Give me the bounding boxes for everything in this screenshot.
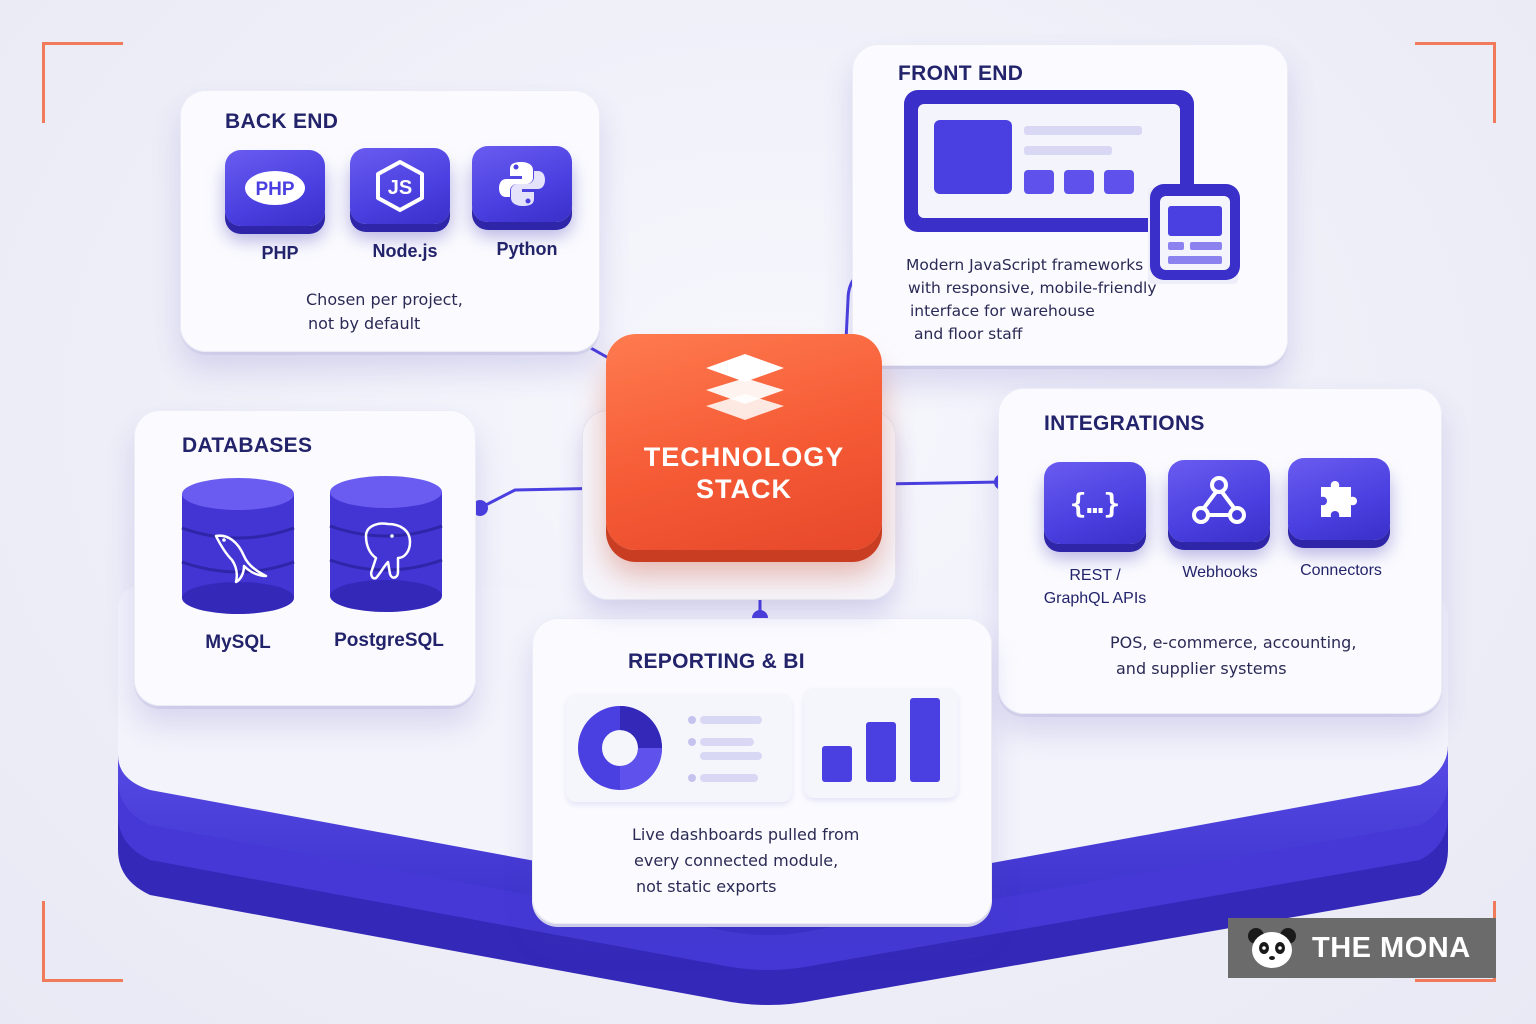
brand-name: THE MONA — [1312, 931, 1471, 964]
corner-bracket-top-left — [42, 42, 123, 123]
responsive-devices-icon — [904, 90, 1240, 284]
integrations-description: POS, e-commerce, accounting, and supplie… — [1110, 630, 1356, 682]
back-end-desc-line-1: Chosen per project, — [306, 290, 463, 309]
php-icon-text: PHP — [255, 179, 294, 200]
donut-panel — [566, 694, 792, 802]
technology-stack-center: TECHNOLOGY STACK — [606, 334, 882, 550]
databases-card: DATABASES MySQL PostgreSQL — [134, 410, 476, 706]
rest-graphql-tile: {…} — [1044, 462, 1146, 544]
python-tile — [472, 146, 572, 222]
connectors-label: Connectors — [1300, 562, 1382, 579]
nodejs-tile: JS — [350, 148, 450, 224]
front-end-card: FRONT END Modern JavaScript frameworks w… — [852, 44, 1288, 366]
layers-icon — [706, 354, 784, 420]
postgresql-label: PostgreSQL — [334, 630, 444, 651]
back-end-description: Chosen per project, not by default — [306, 288, 463, 336]
webhooks-tile — [1168, 460, 1270, 542]
panda-logo-icon — [1248, 928, 1296, 968]
corner-bracket-top-right — [1415, 42, 1496, 123]
integrations-desc-line-1: POS, e-commerce, accounting, — [1110, 633, 1357, 652]
corner-bracket-bottom-left — [42, 901, 123, 982]
reporting-desc-line-2: every connected module, — [634, 851, 839, 870]
python-label: Python — [496, 239, 558, 259]
donut-chart-icon — [578, 706, 762, 790]
puzzle-piece-icon — [1321, 481, 1357, 517]
api-braces-icon: {…} — [1070, 487, 1121, 520]
webhooks-label: Webhooks — [1182, 564, 1258, 581]
front-end-desc-line-3: interface for warehouse — [910, 302, 1095, 320]
front-end-desc-line-1: Modern JavaScript frameworks — [906, 256, 1144, 274]
rest-graphql-label: REST / GraphQL APIs — [1030, 564, 1160, 610]
databases-title: DATABASES — [182, 434, 313, 457]
front-end-desc-line-2: with responsive, mobile-friendly — [908, 279, 1157, 297]
brand-badge: THE MONA — [1228, 918, 1496, 978]
mysql-label: MySQL — [205, 632, 271, 653]
reporting-card: REPORTING & BI Live dashboards pulled fr… — [532, 618, 992, 924]
php-tile: PHP — [225, 150, 325, 226]
front-end-desc-line-4: and floor staff — [914, 325, 1023, 343]
nodejs-icon-text: JS — [388, 177, 412, 199]
reporting-desc-line-3: not static exports — [636, 877, 777, 896]
bar-chart-icon — [822, 698, 940, 782]
rest-graphql-label-line-1: REST / — [1069, 567, 1121, 584]
bar-panel — [804, 688, 958, 798]
php-label: PHP — [261, 243, 299, 263]
php-icon: PHP — [245, 171, 305, 205]
back-end-card: BACK END PHP PHP JS Node.js Python Chose… — [180, 90, 600, 352]
connectors-tile — [1288, 458, 1390, 540]
integrations-desc-line-2: and supplier systems — [1116, 659, 1287, 678]
integrations-title: INTEGRATIONS — [1044, 412, 1205, 435]
reporting-desc-line-1: Live dashboards pulled from — [632, 825, 860, 844]
reporting-description: Live dashboards pulled from every connec… — [632, 822, 859, 900]
back-end-title: BACK END — [225, 110, 339, 133]
center-title-line-2: STACK — [696, 474, 792, 504]
mysql-dolphin-icon — [181, 478, 295, 614]
webhook-icon — [1192, 476, 1246, 524]
nodejs-icon: JS — [376, 160, 424, 212]
center-title-line-1: TECHNOLOGY — [643, 442, 845, 472]
integrations-card: INTEGRATIONS {…} REST / GraphQL APIs Web… — [998, 388, 1442, 714]
postgresql-elephant-icon — [329, 476, 443, 612]
api-braces-glyph: {…} — [1070, 487, 1121, 520]
rest-graphql-label-line-2: GraphQL APIs — [1043, 590, 1147, 607]
front-end-title: FRONT END — [898, 62, 1024, 85]
front-end-description: Modern JavaScript frameworks with respon… — [906, 254, 1157, 346]
back-end-desc-line-2: not by default — [308, 314, 421, 333]
python-icon — [499, 162, 545, 206]
nodejs-label: Node.js — [372, 241, 438, 261]
reporting-title: REPORTING & BI — [628, 650, 805, 673]
